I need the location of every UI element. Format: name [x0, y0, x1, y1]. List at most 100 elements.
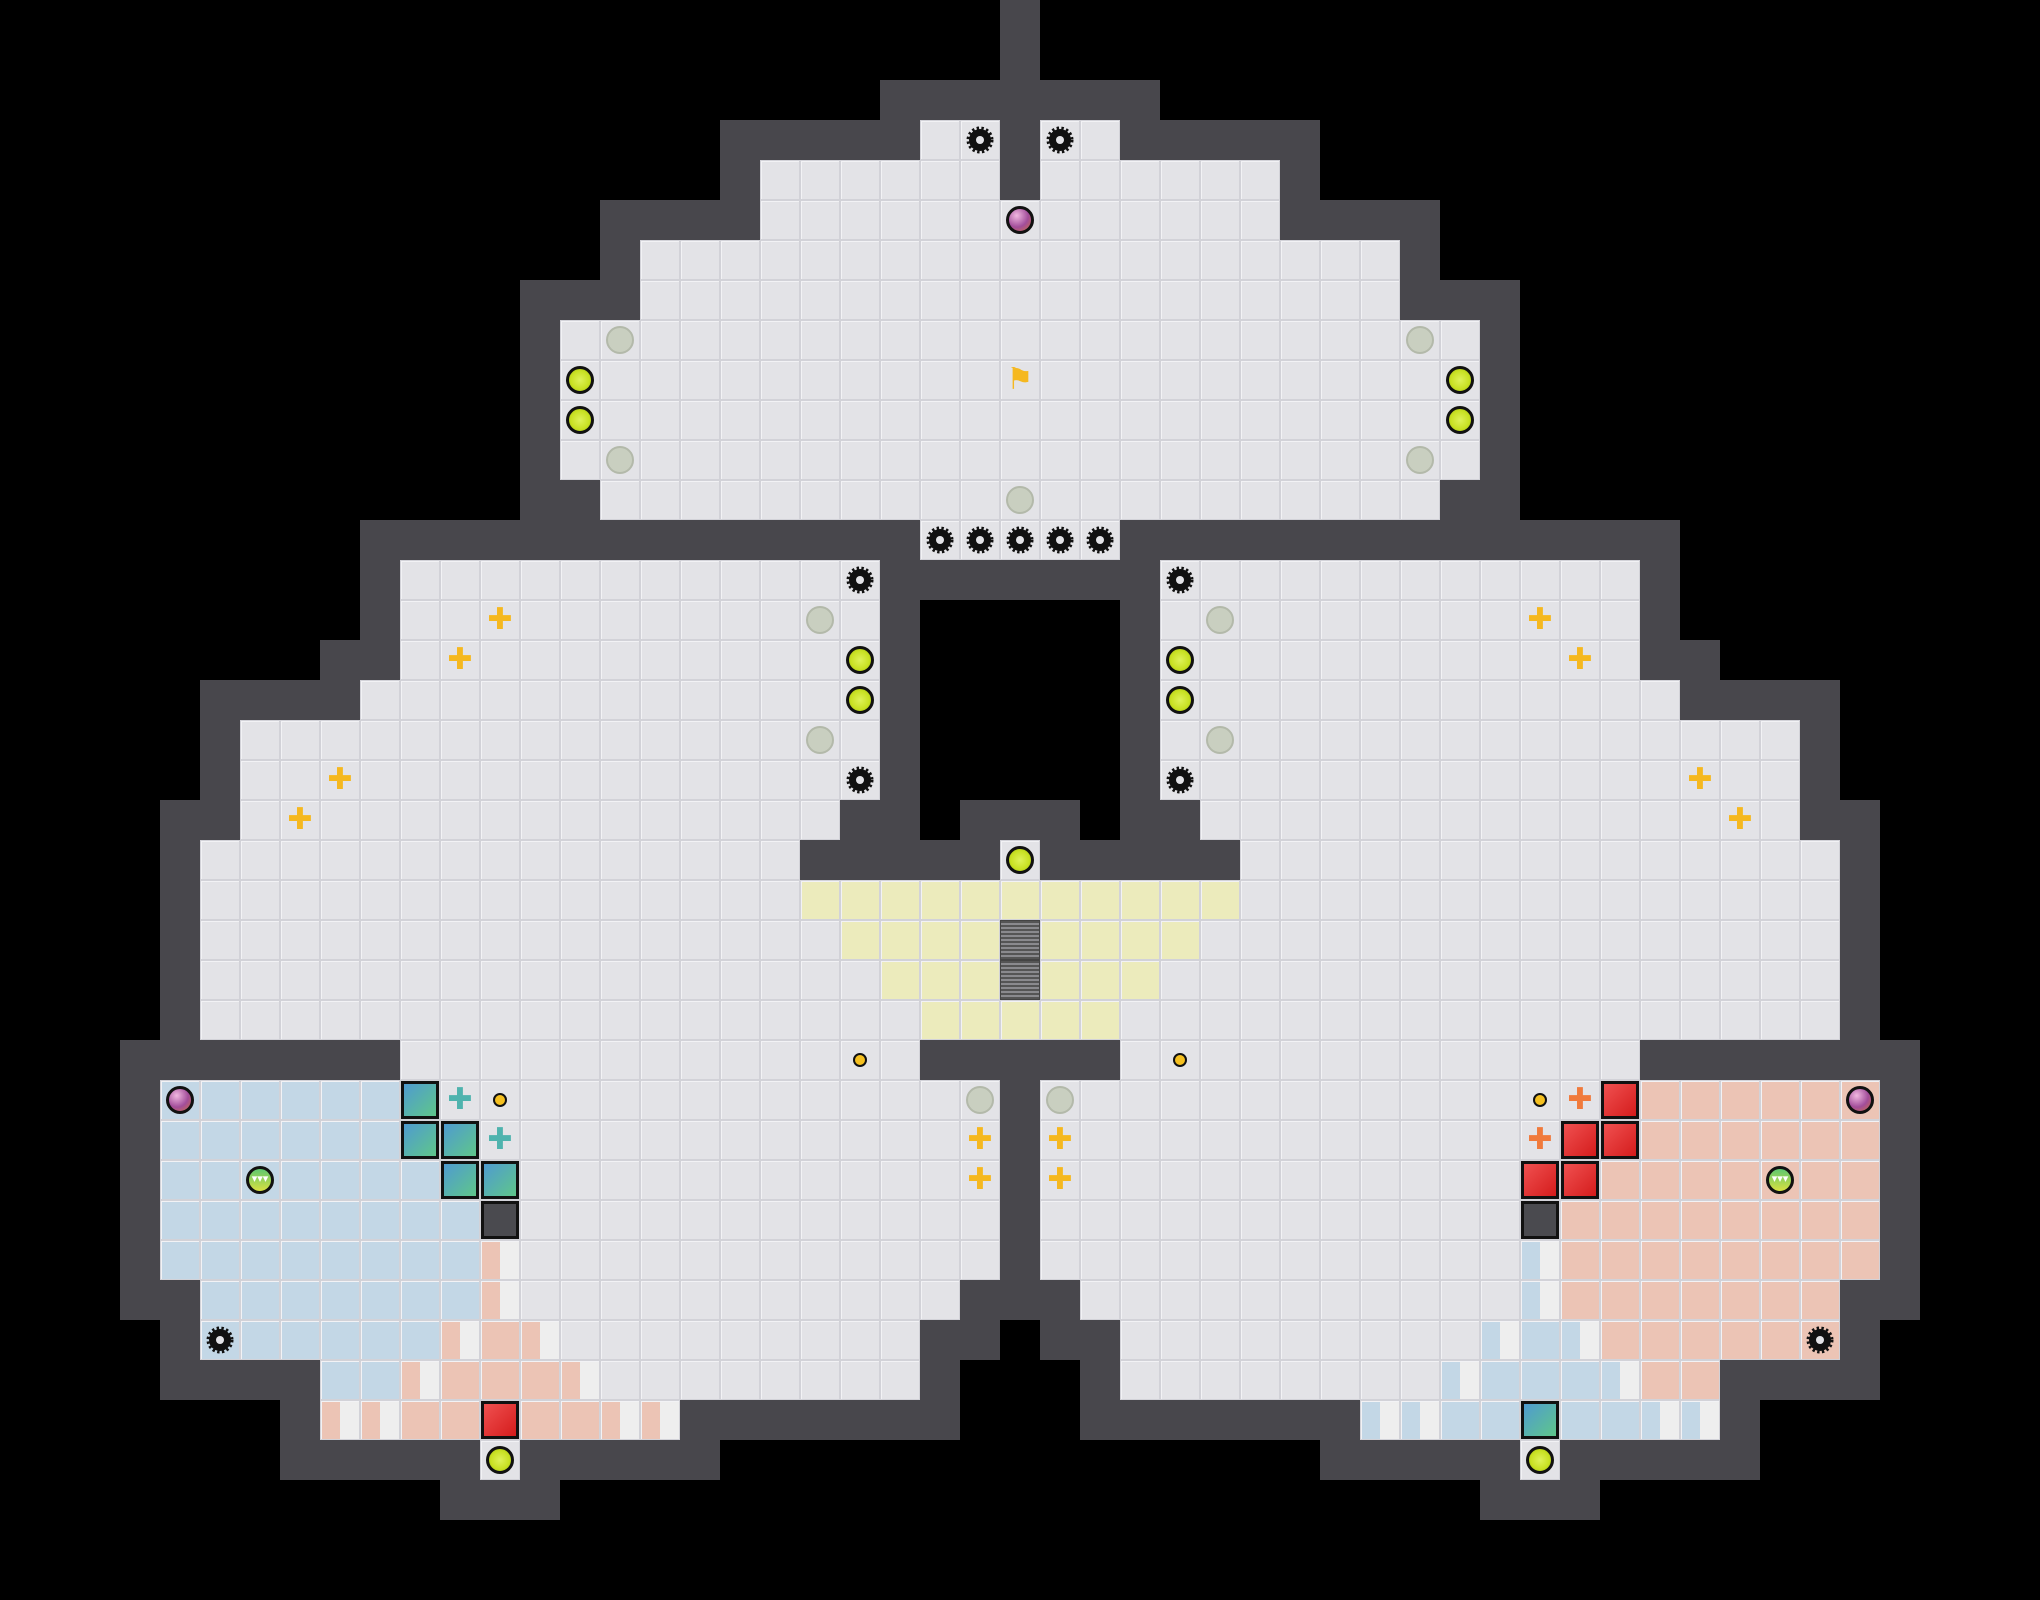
- speed-pad-icon[interactable]: ▾▾▾: [240, 1160, 280, 1200]
- floor-tile: [1200, 480, 1240, 520]
- green-switch-icon[interactable]: [1000, 840, 1040, 880]
- floor-tile: [1320, 560, 1360, 600]
- coin-dot-icon[interactable]: [840, 1040, 880, 1080]
- wall-tile: [1320, 1400, 1360, 1440]
- floor-tile: [960, 1160, 1000, 1200]
- teal-block-icon[interactable]: [440, 1160, 480, 1200]
- blue-zone-tile: [1440, 1360, 1480, 1400]
- gray-switch-icon[interactable]: [600, 320, 640, 360]
- teal-block-icon[interactable]: [400, 1120, 440, 1160]
- floor-tile: [920, 440, 960, 480]
- floor-tile: [480, 920, 520, 960]
- floor-tile: [1600, 920, 1640, 960]
- green-switch-icon[interactable]: [1520, 1440, 1560, 1480]
- coin-dot-icon[interactable]: [480, 1080, 520, 1120]
- gray-switch-icon[interactable]: [1200, 600, 1240, 640]
- bomb-icon[interactable]: [1000, 200, 1040, 240]
- red-block-icon[interactable]: [1560, 1120, 1600, 1160]
- gray-switch-icon[interactable]: [1000, 480, 1040, 520]
- red-zone-tile: [1800, 1280, 1840, 1320]
- floor-tile: [1080, 280, 1120, 320]
- floor-tile: [1400, 1040, 1440, 1080]
- teal-block-icon[interactable]: [480, 1160, 520, 1200]
- green-switch-icon[interactable]: [1440, 360, 1480, 400]
- green-switch-icon[interactable]: [560, 360, 600, 400]
- blue-zone-tile: [1520, 1240, 1560, 1280]
- bomb-icon[interactable]: [1840, 1080, 1880, 1120]
- green-switch-icon[interactable]: [480, 1440, 520, 1480]
- move-cross-icon[interactable]: ✚: [327, 762, 353, 797]
- red-block-icon[interactable]: [1520, 1160, 1560, 1200]
- floor-tile: [760, 320, 800, 360]
- floor-tile: [1400, 640, 1440, 680]
- move-cross-icon[interactable]: ✚: [1047, 1162, 1073, 1197]
- red-block-icon[interactable]: [480, 1400, 520, 1440]
- floor-tile: [1320, 240, 1360, 280]
- move-cross-icon[interactable]: ✚: [967, 1122, 993, 1157]
- red-zone-tile: [1560, 1280, 1600, 1320]
- gray-switch-icon[interactable]: [800, 600, 840, 640]
- red-block-icon[interactable]: [1600, 1120, 1640, 1160]
- floor-tile: [240, 840, 280, 880]
- move-cross-icon[interactable]: ✚: [447, 1082, 473, 1117]
- green-switch-icon[interactable]: [1160, 640, 1200, 680]
- move-cross-icon[interactable]: ✚: [1527, 602, 1553, 637]
- floor-tile: [1120, 480, 1160, 520]
- floor-tile: [440, 680, 480, 720]
- move-cross-icon[interactable]: ✚: [1047, 1122, 1073, 1157]
- gray-switch-icon[interactable]: [1040, 1080, 1080, 1120]
- floor-tile: [1080, 200, 1120, 240]
- dark-block-icon[interactable]: [480, 1200, 520, 1240]
- floor-tile: [280, 960, 320, 1000]
- dark-block-icon[interactable]: [1520, 1200, 1560, 1240]
- gray-switch-icon[interactable]: [1400, 440, 1440, 480]
- move-cross-icon[interactable]: ✚: [287, 802, 313, 837]
- move-cross-icon[interactable]: ✚: [1687, 762, 1713, 797]
- move-cross-icon[interactable]: ✚: [487, 1122, 513, 1157]
- coin-dot-icon[interactable]: [1520, 1080, 1560, 1120]
- teal-block-icon[interactable]: [440, 1120, 480, 1160]
- red-block-icon[interactable]: [1560, 1160, 1600, 1200]
- gray-switch-icon[interactable]: [1200, 720, 1240, 760]
- gray-switch-icon[interactable]: [960, 1080, 1000, 1120]
- wall-tile: [1040, 1040, 1080, 1080]
- gray-switch-icon[interactable]: [800, 720, 840, 760]
- blue-zone-tile: [1400, 1400, 1440, 1440]
- move-cross-icon[interactable]: ✚: [1567, 642, 1593, 677]
- gear-icon: [960, 520, 1000, 560]
- teal-block-icon[interactable]: [1520, 1400, 1560, 1440]
- floor-tile: [1120, 280, 1160, 320]
- move-cross-icon[interactable]: ✚: [447, 642, 473, 677]
- floor-tile: [1560, 1000, 1600, 1040]
- blue-zone-tile: [1600, 1360, 1640, 1400]
- floor-tile: [760, 640, 800, 680]
- green-switch-icon[interactable]: [840, 680, 880, 720]
- bomb-icon[interactable]: [160, 1080, 200, 1120]
- red-block-icon[interactable]: [1600, 1080, 1640, 1120]
- move-cross-icon[interactable]: ✚: [1727, 802, 1753, 837]
- green-switch-icon[interactable]: [560, 400, 600, 440]
- floor-tile: [1360, 680, 1400, 720]
- green-switch-icon[interactable]: [840, 640, 880, 680]
- speed-pad-icon[interactable]: ▾▾▾: [1760, 1160, 1800, 1200]
- floor-tile: [1160, 240, 1200, 280]
- floor-tile: [400, 600, 440, 640]
- yellow-zone-tile: [1080, 880, 1120, 920]
- move-cross-icon[interactable]: ✚: [967, 1162, 993, 1197]
- floor-tile: [880, 200, 920, 240]
- gray-switch-icon[interactable]: [600, 440, 640, 480]
- floor-tile: [480, 840, 520, 880]
- floor-tile: [640, 480, 680, 520]
- floor-tile: [600, 1000, 640, 1040]
- move-cross-icon[interactable]: ✚: [1527, 1122, 1553, 1157]
- floor-tile: [1400, 1080, 1440, 1120]
- green-switch-icon[interactable]: [1160, 680, 1200, 720]
- teal-block-icon[interactable]: [400, 1080, 440, 1120]
- gray-switch-icon[interactable]: [1400, 320, 1440, 360]
- move-cross-icon[interactable]: ✚: [1567, 1082, 1593, 1117]
- floor-tile: [1400, 1320, 1440, 1360]
- move-cross-icon[interactable]: ✚: [487, 602, 513, 637]
- coin-dot-icon[interactable]: [1160, 1040, 1200, 1080]
- wall-tile: [560, 480, 600, 520]
- green-switch-icon[interactable]: [1440, 400, 1480, 440]
